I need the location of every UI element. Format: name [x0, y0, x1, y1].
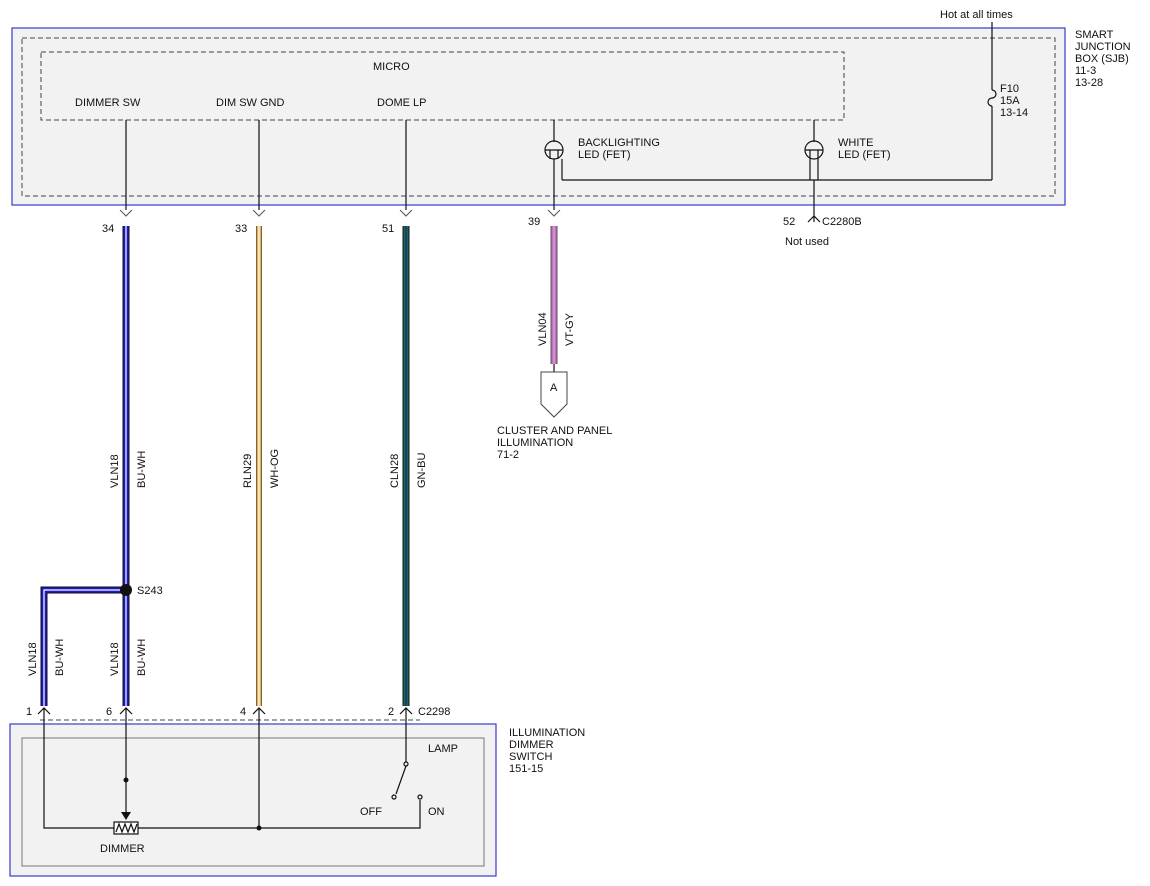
dimmer-label: DIMMER — [100, 843, 145, 855]
svg-text:F10: F10 — [1000, 83, 1019, 95]
sjb-pin-34 — [119, 209, 133, 217]
svg-text:BOX (SJB): BOX (SJB) — [1075, 53, 1129, 65]
dimmer-internal-ground-loop — [43, 708, 421, 829]
sjb-pin-52 — [807, 215, 821, 223]
svg-text:15A: 15A — [1000, 95, 1020, 107]
sjb-pin-51 — [399, 209, 413, 217]
wire-1-code: BU-WH — [54, 639, 66, 676]
splice-s243 — [120, 584, 132, 596]
svg-text:SMART: SMART — [1075, 29, 1114, 41]
lamp-label: LAMP — [428, 743, 458, 755]
sjb-title: SMART JUNCTION BOX (SJB) 11-3 13-28 — [1075, 29, 1131, 89]
white-led-label: WHITE LED (FET) — [838, 137, 891, 161]
wire-1 — [40, 586, 126, 706]
svg-text:71-2: 71-2 — [497, 449, 519, 461]
dimmer-junction-dot — [123, 777, 129, 783]
svg-text:ILLUMINATION: ILLUMINATION — [509, 727, 585, 739]
dim-sw-gnd-label: DIM SW GND — [216, 97, 284, 109]
dimmer-sw-label: DIMMER SW — [75, 97, 141, 109]
off-label: OFF — [360, 806, 382, 818]
backlighting-label: BACKLIGHTING LED (FET) — [578, 137, 660, 161]
dimmer-switch-box — [9, 723, 497, 877]
pin-6-label: 6 — [106, 706, 112, 718]
svg-text:DIMMER: DIMMER — [509, 739, 554, 751]
svg-text:JUNCTION: JUNCTION — [1075, 41, 1131, 53]
cluster-connector-a — [540, 371, 568, 418]
c2298-label: C2298 — [418, 706, 450, 718]
svg-text:LED (FET): LED (FET) — [838, 149, 891, 161]
micro-outline — [40, 51, 845, 121]
wire-39-code: VT-GY — [564, 312, 576, 346]
wire-33-circuit: RLN29 — [242, 454, 254, 488]
svg-text:11-3: 11-3 — [1075, 65, 1096, 77]
hot-at-all-times-label: Hot at all times — [940, 9, 1013, 21]
pin-4-label: 4 — [240, 706, 246, 718]
svg-text:SWITCH: SWITCH — [509, 751, 552, 763]
pin-2-label: 2 — [388, 706, 394, 718]
wire-39-circuit: VLN04 — [537, 312, 549, 346]
dome-lp-label: DOME LP — [377, 97, 427, 109]
dimmer-switch-inner — [21, 737, 485, 867]
svg-text:BACKLIGHTING: BACKLIGHTING — [578, 137, 660, 149]
wire-34-circuit: VLN18 — [109, 454, 121, 488]
svg-text:LED (FET): LED (FET) — [578, 149, 631, 161]
wire-34-code: BU-WH — [136, 451, 148, 488]
svg-text:ILLUMINATION: ILLUMINATION — [497, 437, 573, 449]
lamp-switch-blade — [395, 765, 407, 795]
pin-33-label: 33 — [235, 223, 247, 235]
sjb-dashed-outline — [21, 37, 1056, 197]
micro-label: MICRO — [373, 61, 410, 73]
s243-label: S243 — [137, 585, 163, 597]
wire-33-code: WH-OG — [269, 449, 281, 488]
sjb-box — [11, 27, 1066, 206]
fuse-symbol — [987, 89, 997, 107]
wire-1-circuit: VLN18 — [27, 642, 39, 676]
c2280b-label: C2280B — [822, 216, 862, 228]
wire-6-circuit: VLN18 — [109, 642, 121, 676]
wire-6-code: BU-WH — [136, 639, 148, 676]
pin-34-label: 34 — [102, 223, 114, 235]
dimmer-switch-label: ILLUMINATION DIMMER SWITCH 151-15 — [509, 727, 585, 775]
svg-text:151-15: 151-15 — [509, 763, 543, 775]
pin-52-label: 52 — [783, 216, 795, 228]
lamp-switch-off-contact — [391, 794, 397, 800]
svg-text:13-28: 13-28 — [1075, 77, 1103, 89]
pin-51-label: 51 — [382, 223, 394, 235]
pin-1-label: 1 — [26, 706, 32, 718]
fuse-labels: F10 15A 13-14 — [1000, 83, 1028, 119]
wire-51-code: GN-BU — [416, 453, 428, 489]
svg-text:13-14: 13-14 — [1000, 107, 1028, 119]
sjb-pin-39 — [547, 209, 561, 217]
on-label: ON — [428, 806, 445, 818]
svg-text:WHITE: WHITE — [838, 137, 873, 149]
not-used-label: Not used — [785, 236, 829, 248]
pin-39-label: 39 — [528, 216, 540, 228]
connector-a-label: A — [550, 382, 558, 394]
wire-51-circuit: CLN28 — [389, 454, 401, 488]
cluster-label: CLUSTER AND PANEL ILLUMINATION 71-2 — [497, 425, 612, 461]
svg-text:CLUSTER AND PANEL: CLUSTER AND PANEL — [497, 425, 612, 437]
sjb-pin-33 — [252, 209, 266, 217]
lamp-switch-on-contact — [417, 794, 423, 800]
dimmer-wiper-arrow — [121, 812, 131, 820]
